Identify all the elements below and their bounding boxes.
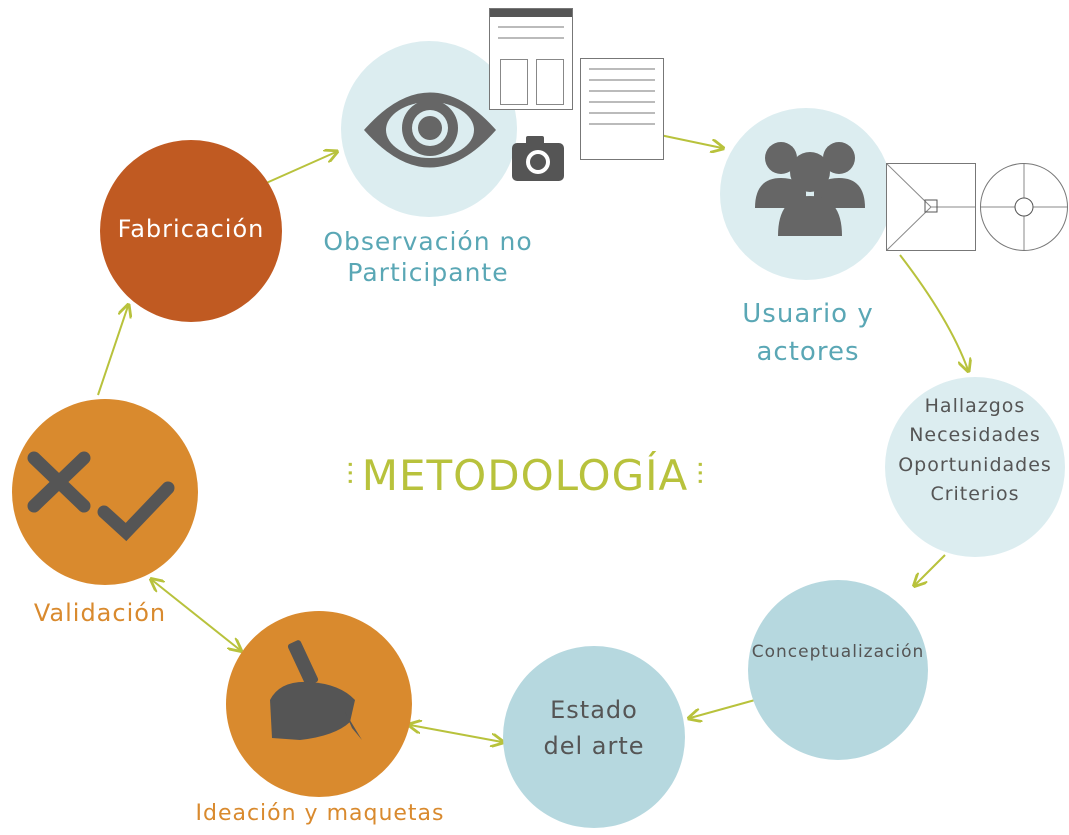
arrow-ideacion-validacion xyxy=(152,580,240,650)
arrow-fabricacion-observacion xyxy=(254,152,336,189)
observation-sheet xyxy=(489,8,573,110)
node-hallazgos xyxy=(885,377,1065,557)
label-estado: Estado del arte xyxy=(503,692,685,764)
center-title-group: ⫶ METODOLOGÍA ⫶ xyxy=(340,445,710,505)
label-conceptualizacion: Conceptualización xyxy=(751,642,925,662)
label-fabricacion: Fabricación xyxy=(117,215,265,243)
label-estado-line1: Estado xyxy=(550,696,638,724)
arrow-observacion-usuario xyxy=(659,134,722,148)
node-estado xyxy=(503,646,685,828)
hallazgos-line-3: Oportunidades xyxy=(898,453,1052,476)
value-proposition-canvas xyxy=(886,163,976,251)
arrow-estado-ideacion xyxy=(410,725,502,742)
hallazgos-line-1: Hallazgos xyxy=(924,395,1026,417)
persona-wheel xyxy=(980,163,1068,251)
hallazgos-line-2: Necesidades xyxy=(909,424,1041,447)
questionnaire-sheet xyxy=(580,58,664,160)
label-hallazgos: Hallazgos Necesidades Oportunidades Crit… xyxy=(875,392,1069,510)
arrow-validacion-fabricacion xyxy=(97,306,128,396)
hallazgos-line-4: Criterios xyxy=(930,483,1020,506)
label-observacion-line2: Participante xyxy=(347,258,509,288)
arrow-usuario-hallazgos xyxy=(899,254,968,370)
label-usuario: Usuario y actores xyxy=(718,296,898,371)
arrow-hallazgos-conceptualizacion xyxy=(915,554,946,585)
title-decor-left: ⫶ xyxy=(346,457,354,493)
label-ideacion: Ideación y maquetas xyxy=(195,801,445,826)
label-usuario-line2: actores xyxy=(756,336,860,367)
label-validacion: Validación xyxy=(33,599,167,627)
node-conceptualizacion xyxy=(748,580,928,760)
label-usuario-line1: Usuario y xyxy=(742,299,874,329)
node-fabricacion xyxy=(100,140,282,322)
center-title: METODOLOGÍA xyxy=(361,450,689,500)
arrow-conceptualizacion-estado xyxy=(690,699,756,718)
label-estado-line2: del arte xyxy=(543,732,645,760)
label-observacion: Observación no Participante xyxy=(318,226,538,289)
label-observacion-line1: Observación no xyxy=(323,227,533,256)
title-decor-right: ⫶ xyxy=(696,457,704,493)
